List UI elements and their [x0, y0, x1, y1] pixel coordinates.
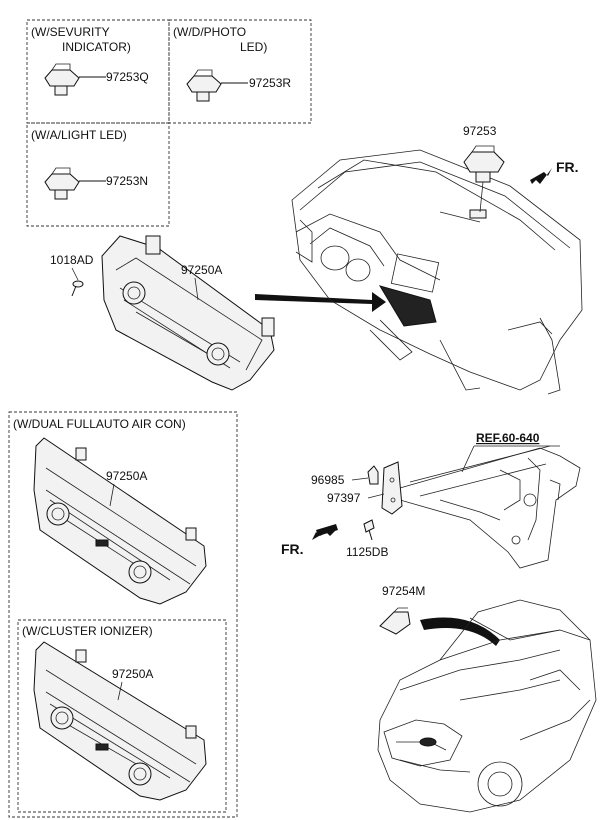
dual-auto-control-unit	[33, 437, 207, 605]
cluster-ionizer-title: (W/CLUSTER IONIZER)	[22, 624, 153, 638]
control-unit-97250a: 97250A	[101, 235, 275, 391]
front-indicator-bracket-label: FR.	[281, 541, 304, 557]
dashboard-sensor-part-number: 97253	[463, 124, 497, 138]
photo-led-sensor-icon	[186, 69, 222, 102]
a-light-led-sensor-icon	[44, 167, 80, 200]
car-pointer-arrow	[420, 617, 500, 646]
bolt-icon	[363, 519, 375, 541]
security-indicator-title-1: (W/SEVURITY	[31, 25, 110, 39]
bracket-part-number: 97397	[327, 491, 361, 505]
reference-label: REF.60-640	[476, 431, 540, 445]
dual-auto-part-number: 97250A	[106, 469, 147, 483]
photo-led-part-number: 97253R	[249, 76, 291, 90]
photo-led-title-1: (W/D/PHOTO	[173, 25, 246, 39]
clip-part-number: 96985	[311, 473, 345, 487]
a-light-led-box: (W/A/LIGHT LED) 97253N	[26, 122, 170, 227]
front-indicator-top-label: FR.	[556, 159, 579, 175]
dual-full-auto-title: (W/DUAL FULLAUTO AIR CON)	[13, 417, 186, 431]
dashboard-pointer-arrow	[255, 292, 386, 312]
photo-led-box: (W/D/PHOTO LED) 97253R	[168, 19, 312, 124]
security-indicator-box: (W/SEVURITY INDICATOR) 97253Q	[26, 19, 170, 124]
security-indicator-part-number: 97253Q	[106, 70, 149, 84]
car-sensor-97254m: 97254M	[379, 584, 425, 635]
car-illustration	[377, 599, 597, 813]
cluster-ionizer-part-number: 97250A	[112, 667, 153, 681]
front-indicator-top: FR.	[530, 159, 579, 184]
front-indicator-bracket: FR.	[281, 524, 338, 557]
screw-part-number: 1018AD	[50, 253, 94, 267]
car-sensor-part-number: 97254M	[382, 584, 425, 598]
a-light-led-title: (W/A/LIGHT LED)	[31, 128, 127, 142]
cluster-ionizer-box: (W/CLUSTER IONIZER) 97250A	[17, 619, 227, 813]
photo-led-title-2: LED)	[240, 40, 267, 54]
dual-full-auto-box: (W/DUAL FULLAUTO AIR CON) 97250A	[8, 411, 238, 818]
dashboard-sensor-97253: 97253	[463, 124, 505, 213]
dashboard-illustration	[291, 149, 583, 395]
a-light-led-part-number: 97253N	[106, 174, 148, 188]
control-unit-part-number: 97250A	[181, 263, 222, 277]
bracket-assembly: REF.60-640	[367, 431, 581, 569]
screw-1018ad: 1018AD	[50, 253, 94, 297]
bolt-part-number: 1125DB	[346, 545, 388, 559]
cluster-ionizer-control-unit	[33, 641, 207, 801]
security-indicator-title-2: INDICATOR)	[62, 40, 131, 54]
security-indicator-sensor-icon	[44, 63, 80, 96]
